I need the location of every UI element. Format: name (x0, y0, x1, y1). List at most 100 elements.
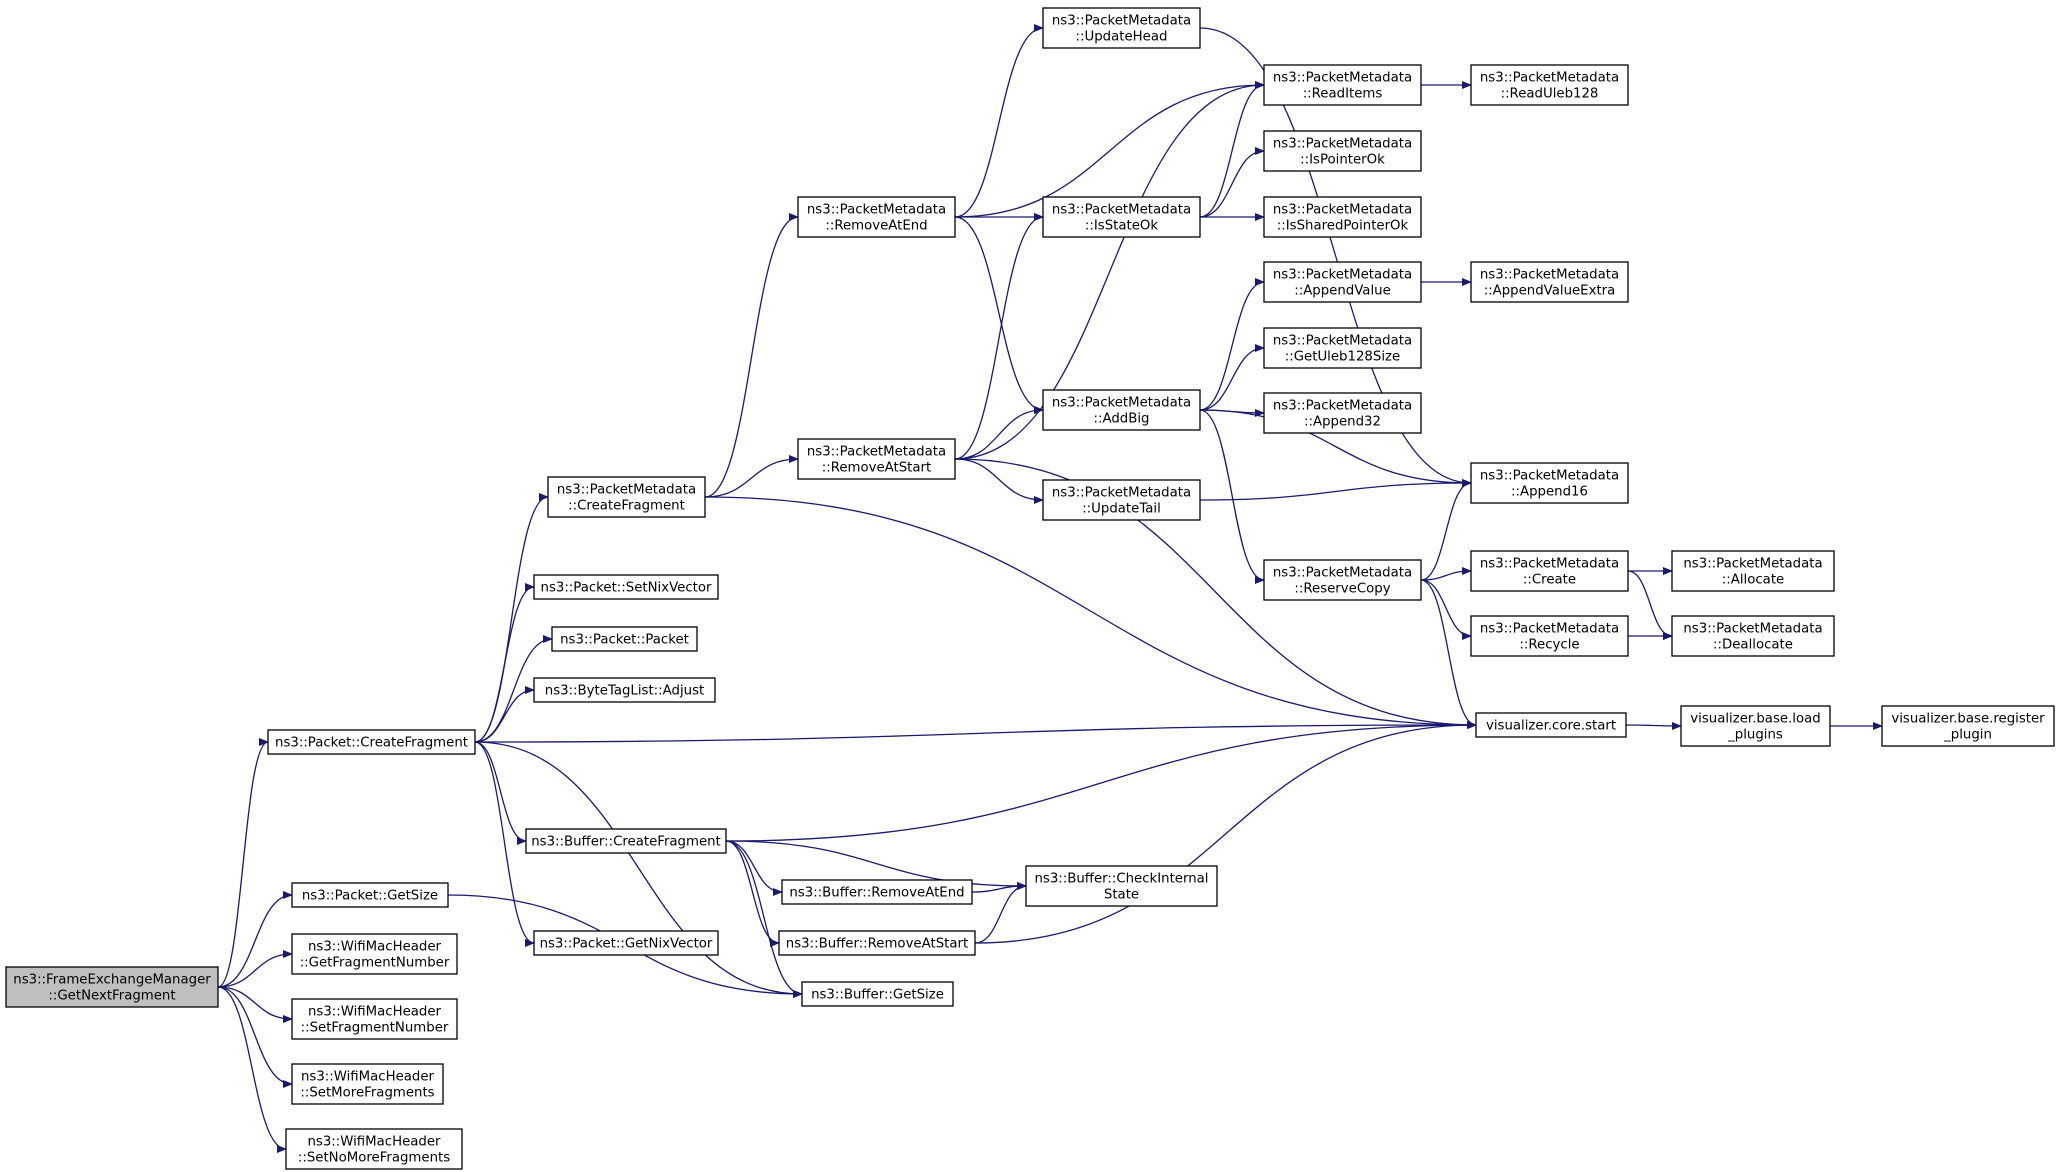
edge-n14-to-n20 (954, 216, 1044, 414)
graph-node[interactable]: ns3::Buffer::GetSize (801, 981, 954, 1007)
graph-node[interactable]: ns3::PacketMetadata::AppendValueExtra (1470, 261, 1629, 303)
graph-node[interactable]: ns3::ByteTagList::Adjust (533, 677, 716, 703)
graph-node[interactable]: ns3::Buffer::RemoveAtEnd (781, 879, 973, 905)
graph-node[interactable]: ns3::Packet::GetNixVector (533, 930, 719, 956)
graph-node[interactable]: ns3::Packet::CreateFragment (267, 729, 476, 755)
node-box[interactable] (547, 476, 706, 518)
node-box[interactable] (533, 574, 719, 600)
graph-node[interactable]: ns3::FrameExchangeManager::GetNextFragme… (5, 966, 219, 1008)
node-label: ::UpdateTail (1082, 502, 1161, 517)
graph-node[interactable]: ns3::PacketMetadata::Allocate (1671, 550, 1835, 592)
node-box[interactable] (533, 930, 719, 956)
node-box[interactable] (1263, 64, 1422, 106)
node-box[interactable] (1263, 559, 1422, 601)
graph-node[interactable]: ns3::PacketMetadata::IsPointerOk (1263, 130, 1422, 172)
node-box[interactable] (1042, 196, 1201, 238)
node-box[interactable] (797, 196, 956, 238)
edge-n17-to-n30 (974, 721, 1477, 944)
graph-node[interactable]: ns3::WifiMacHeader::SetNoMoreFragments (285, 1128, 463, 1170)
node-box[interactable] (525, 828, 727, 854)
node-label: ns3::PacketMetadata (1273, 71, 1412, 86)
graph-node[interactable]: ns3::PacketMetadata::Create (1470, 550, 1629, 592)
graph-node[interactable]: ns3::Packet::SetNixVector (533, 574, 719, 600)
graph-node[interactable]: ns3::WifiMacHeader::GetFragmentNumber (291, 933, 458, 975)
node-box[interactable] (778, 930, 976, 956)
node-box[interactable] (533, 677, 716, 703)
graph-node[interactable]: ns3::PacketMetadata::ReadItems (1263, 64, 1422, 106)
graph-node[interactable]: ns3::PacketMetadata::ReadUleb128 (1470, 64, 1629, 106)
graph-node[interactable]: ns3::Packet::Packet (551, 626, 698, 652)
node-box[interactable] (1042, 389, 1201, 431)
graph-node[interactable]: ns3::Packet::GetSize (291, 882, 449, 908)
edge-n19-to-n23 (1199, 81, 1265, 218)
node-box[interactable] (291, 1063, 444, 1105)
node-box[interactable] (801, 981, 954, 1007)
graph-node[interactable]: ns3::Buffer::RemoveAtStart (778, 930, 976, 956)
node-box[interactable] (1025, 865, 1218, 907)
graph-node[interactable]: ns3::PacketMetadata::CreateFragment (547, 476, 706, 518)
node-box[interactable] (1263, 261, 1422, 303)
node-label: ::Recycle (1519, 638, 1579, 653)
graph-node[interactable]: ns3::PacketMetadata::IsSharedPointerOk (1263, 196, 1422, 238)
node-box[interactable] (1042, 479, 1201, 521)
node-box[interactable] (1475, 712, 1627, 738)
node-label: _plugin (1943, 728, 1992, 743)
graph-node[interactable]: visualizer.base.load_plugins (1680, 705, 1831, 747)
node-label: ns3::WifiMacHeader (308, 1005, 442, 1020)
node-box[interactable] (1470, 615, 1629, 657)
node-box[interactable] (1470, 462, 1629, 504)
node-box[interactable] (1671, 615, 1835, 657)
node-box[interactable] (1470, 550, 1629, 592)
graph-node[interactable]: ns3::PacketMetadata::ReserveCopy (1263, 559, 1422, 601)
graph-node[interactable]: ns3::PacketMetadata::UpdateHead (1042, 7, 1201, 49)
graph-node[interactable]: ns3::PacketMetadata::Deallocate (1671, 615, 1835, 657)
node-box[interactable] (1263, 130, 1422, 172)
node-label: visualizer.base.load (1690, 712, 1820, 727)
node-box[interactable] (1263, 392, 1422, 434)
node-box[interactable] (1470, 64, 1629, 106)
node-box[interactable] (291, 998, 458, 1040)
node-box[interactable] (291, 882, 449, 908)
node-label: ::IsStateOk (1085, 219, 1158, 234)
node-box[interactable] (1042, 7, 1201, 49)
node-label: ns3::PacketMetadata (1052, 14, 1191, 29)
graph-node[interactable]: ns3::WifiMacHeader::SetMoreFragments (291, 1063, 444, 1105)
node-label: ns3::WifiMacHeader (301, 1070, 435, 1085)
graph-node[interactable]: ns3::PacketMetadata::AppendValue (1263, 261, 1422, 303)
edge-n15-to-n21 (954, 458, 1044, 504)
graph-node[interactable]: ns3::PacketMetadata::RemoveAtStart (797, 438, 956, 480)
node-box[interactable] (1881, 705, 2055, 747)
graph-node[interactable]: ns3::Buffer::CreateFragment (525, 828, 727, 854)
node-label: ns3::PacketMetadata (1052, 396, 1191, 411)
node-label: ::SetNoMoreFragments (298, 1151, 450, 1166)
node-box[interactable] (551, 626, 698, 652)
node-label: ::Append32 (1304, 415, 1381, 430)
node-box[interactable] (797, 438, 956, 480)
node-box[interactable] (1263, 327, 1422, 369)
graph-node[interactable]: ns3::PacketMetadata::GetUleb128Size (1263, 327, 1422, 369)
edge-n0-to-n1 (217, 738, 269, 988)
node-label: ns3::WifiMacHeader (307, 1135, 441, 1150)
graph-node[interactable]: ns3::PacketMetadata::UpdateTail (1042, 479, 1201, 521)
graph-node[interactable]: ns3::PacketMetadata::IsStateOk (1042, 196, 1201, 238)
node-box[interactable] (1470, 261, 1629, 303)
edge-n11-to-n16 (725, 840, 783, 896)
graph-node[interactable]: visualizer.base.register_plugin (1881, 705, 2055, 747)
graph-node[interactable]: ns3::PacketMetadata::Append16 (1470, 462, 1629, 504)
node-label: ::AddBig (1094, 412, 1150, 427)
node-box[interactable] (1680, 705, 1831, 747)
graph-node[interactable]: ns3::PacketMetadata::Recycle (1470, 615, 1629, 657)
node-box[interactable] (781, 879, 973, 905)
graph-node[interactable]: ns3::PacketMetadata::AddBig (1042, 389, 1201, 431)
graph-node[interactable]: ns3::PacketMetadata::RemoveAtEnd (797, 196, 956, 238)
node-box[interactable] (1671, 550, 1835, 592)
node-box[interactable] (1263, 196, 1422, 238)
graph-node[interactable]: ns3::PacketMetadata::Append32 (1263, 392, 1422, 434)
node-box[interactable] (285, 1128, 463, 1170)
node-box[interactable] (5, 966, 219, 1008)
node-box[interactable] (291, 933, 458, 975)
node-box[interactable] (267, 729, 476, 755)
graph-node[interactable]: visualizer.core.start (1475, 712, 1627, 738)
graph-node[interactable]: ns3::WifiMacHeader::SetFragmentNumber (291, 998, 458, 1040)
